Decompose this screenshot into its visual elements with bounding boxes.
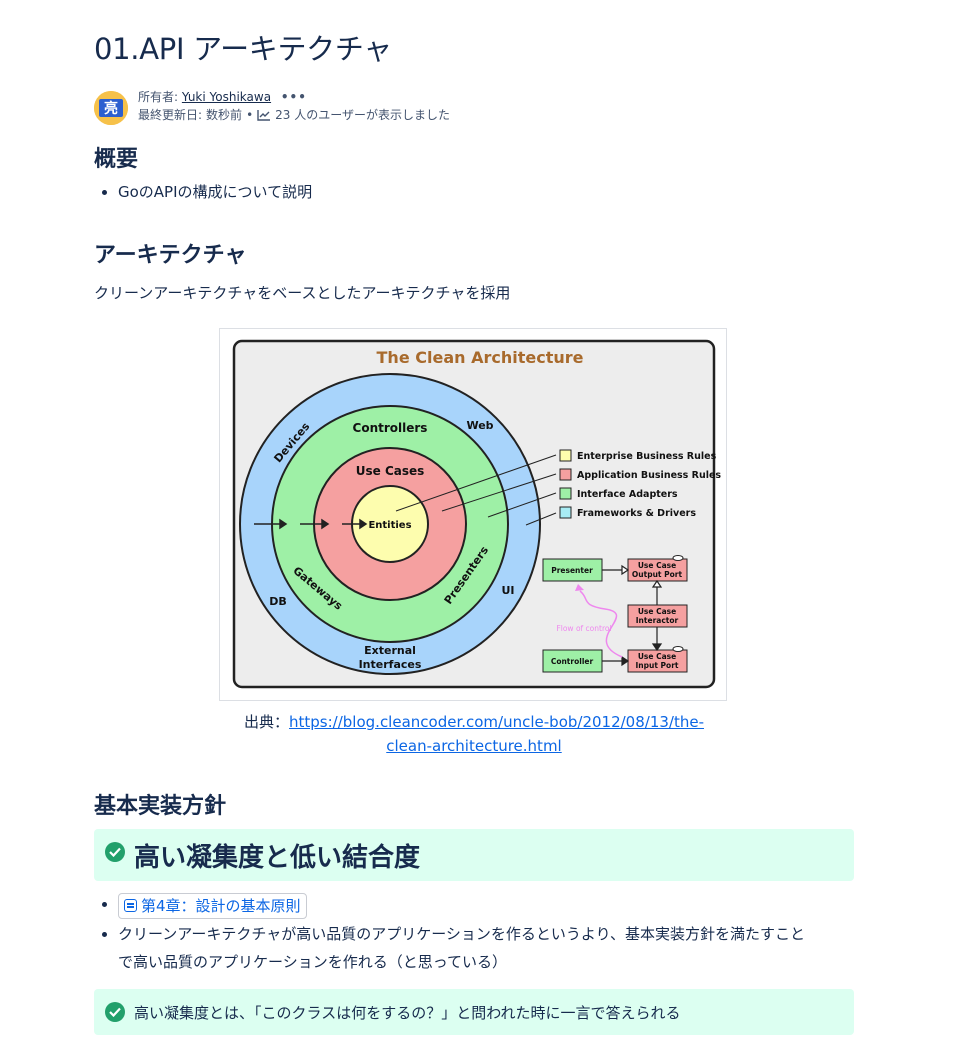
policy-list: 第4章：設計の基本原則 クリーンアーキテクチャが高い品質のアプリケーションを作る… (94, 890, 854, 976)
flow-controller: Controller (551, 657, 594, 666)
panel-heading: 高い凝集度と低い結合度 (134, 843, 421, 873)
success-panel-definition: 高い凝集度とは、「このクラスは何をするの？」と問われた時に一言で答えられる (94, 989, 854, 1035)
avatar[interactable]: 亮 (94, 91, 128, 125)
view-count[interactable]: 23 人のユーザーが表示しました (275, 108, 450, 122)
label-external: External (364, 644, 416, 657)
owner-line: 所有者: Yuki Yoshikawa ••• (138, 88, 307, 105)
list-item: 第4章：設計の基本原則 (94, 890, 854, 920)
page-icon (124, 899, 137, 912)
updated-line: 最終更新日: 数秒前 • 23 人のユーザーが表示しました (138, 106, 450, 123)
heading-architecture: アーキテクチャ (94, 243, 247, 268)
source-link[interactable]: https://blog.cleancoder.com/uncle-bob/20… (289, 713, 704, 731)
check-circle-icon (105, 1002, 125, 1022)
check-circle-icon (105, 842, 125, 862)
bullet-line-1: クリーンアーキテクチャが高い品質のアプリケーションを作るというより、基本実装方針… (118, 925, 806, 943)
list-item: クリーンアーキテクチャが高い品質のアプリケーションを作るというより、基本実装方針… (94, 920, 854, 976)
heading-policy: 基本実装方針 (94, 794, 227, 819)
label-entities: Entities (368, 520, 411, 531)
diagram-title: The Clean Architecture (377, 348, 584, 367)
overview-list: GoのAPIの構成について説明 (94, 178, 854, 206)
label-db: DB (269, 595, 287, 608)
success-panel-cohesion: 高い凝集度と低い結合度 (94, 829, 854, 881)
owner-link[interactable]: Yuki Yoshikawa (181, 90, 272, 104)
byline: 亮 所有者: Yuki Yoshikawa ••• 最終更新日: 数秒前 • 2… (94, 87, 854, 127)
flow-input-port-2: Input Port (636, 661, 679, 670)
more-actions-icon[interactable]: ••• (280, 90, 307, 104)
image-caption: 出典：https://blog.cleancoder.com/uncle-bob… (220, 710, 728, 758)
flow-presenter: Presenter (551, 566, 593, 575)
source-link-cont[interactable]: clean-architecture.html (386, 737, 562, 755)
panel-text: 高い凝集度とは、「このクラスは何をするの？」と問われた時に一言で答えられる (134, 1004, 681, 1022)
legend-enterprise: Enterprise Business Rules (577, 451, 717, 462)
analytics-icon[interactable] (257, 109, 271, 121)
legend-frameworks: Frameworks & Drivers (577, 508, 696, 519)
separator-dot: • (246, 107, 254, 122)
updated-value: 数秒前 (206, 108, 243, 122)
caption-prefix: 出典： (244, 713, 290, 731)
clean-architecture-image[interactable]: The Clean Architecture Controllers Use C… (219, 328, 727, 701)
page-link-chip[interactable]: 第4章：設計の基本原則 (118, 892, 307, 919)
legend-application: Application Business Rules (577, 470, 721, 481)
flow-output-port-1: Use Case (638, 561, 676, 570)
legend-adapters: Interface Adapters (577, 489, 678, 500)
architecture-paragraph: クリーンアーキテクチャをベースとしたアーキテクチャを採用 (94, 284, 511, 302)
bullet-line-2: で高い品質のアプリケーションを作れる（と思っている） (118, 953, 507, 971)
heading-overview: 概要 (94, 147, 139, 172)
label-controllers: Controllers (353, 421, 428, 435)
page-title: 01.API アーキテクチャ (94, 32, 392, 66)
list-item: GoのAPIの構成について説明 (94, 178, 854, 206)
svg-text:亮: 亮 (104, 100, 118, 117)
flow-interactor-1: Use Case (638, 607, 676, 616)
flow-interactor-2: Interactor (636, 616, 679, 625)
label-web: Web (466, 419, 493, 432)
flow-of-control-label: Flow of control (556, 624, 611, 633)
label-use-cases: Use Cases (356, 464, 425, 478)
flow-output-port-2: Output Port (632, 570, 683, 579)
flow-input-port-1: Use Case (638, 652, 676, 661)
owner-label: 所有者: (138, 90, 179, 104)
label-interfaces: Interfaces (359, 658, 422, 671)
updated-label: 最終更新日: (138, 108, 203, 122)
page-link-label: 第4章：設計の基本原則 (141, 896, 301, 915)
label-ui: UI (501, 584, 514, 597)
